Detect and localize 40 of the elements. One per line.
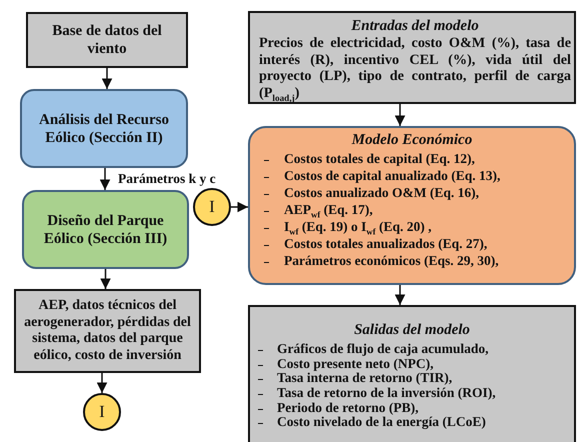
node-text: Análisis del Recurso Eólico (Sección II) (38, 110, 170, 146)
node-text: Precios de electricidad, costo O&M (%), tasa de interés (R), incentivo CEL (%), vida útil del proyecto (LP), tipo de contrato, perfil de carga (P$_{load,j}$) (259, 35, 571, 101)
arrow (394, 104, 406, 126)
process-box (20, 89, 188, 168)
list-item: Costo nivelado de la energía (LCoE) (277, 414, 486, 431)
list-item: Tasa de retorno de la inversión (ROI), (277, 385, 496, 402)
list-item: Tasa interna de retorno (TIR), (277, 370, 452, 387)
data-box (14, 289, 201, 373)
node-text: AEP, datos técnicos del aerogenerador, pérdidas del sistema, datos del parque eólico, costo de inversión (23, 298, 192, 364)
connector-circle (83, 393, 121, 431)
list-item: Gráficos de flujo de caja acumulado, (277, 341, 488, 358)
list-item: Parámetros económicos (Eqs. 29, 30), (284, 253, 499, 270)
node-title: Entradas del modelo (350, 17, 480, 35)
list-item: Costos anualizado O&M (Eq. 16), (284, 185, 480, 202)
list-item: Costos totales de capital (Eq. 12), (284, 151, 475, 168)
arrow (394, 285, 406, 305)
node-text: Base de datos del viento (51, 22, 163, 58)
list-item: Costos de capital anualizado (Eq. 13), (284, 168, 500, 184)
arrow (100, 269, 111, 289)
process-box (26, 12, 188, 68)
list-item: AEP$_{wf}$ (Eq. 17), (284, 202, 373, 218)
edge-label: Parámetros k y c (117, 172, 217, 186)
output-box (248, 305, 576, 442)
list-item: I$_{wf}$ (Eq. 19) o I$_{wf}$ (Eq. 20) , (284, 219, 432, 236)
node-title: Salidas del modelo (353, 321, 471, 339)
arrow (96, 373, 108, 393)
arrow (102, 68, 112, 89)
list-item: Costo presente neto (NPC), (277, 356, 434, 372)
connector-circle (193, 188, 231, 226)
connector-label: I (209, 197, 215, 217)
arrow (231, 202, 248, 212)
node-text: Diseño del Parque Eólico (Sección III) (42, 212, 168, 248)
connector-label: I (99, 402, 105, 422)
list-item: Costos totales anualizados (Eq. 27), (284, 236, 488, 252)
node-title: Modelo Económico (350, 131, 474, 149)
input-box (248, 11, 576, 104)
arrow (100, 168, 110, 190)
model-box (248, 126, 576, 285)
list-item: Periodo de retorno (PB), (277, 400, 418, 416)
process-box (22, 190, 189, 269)
